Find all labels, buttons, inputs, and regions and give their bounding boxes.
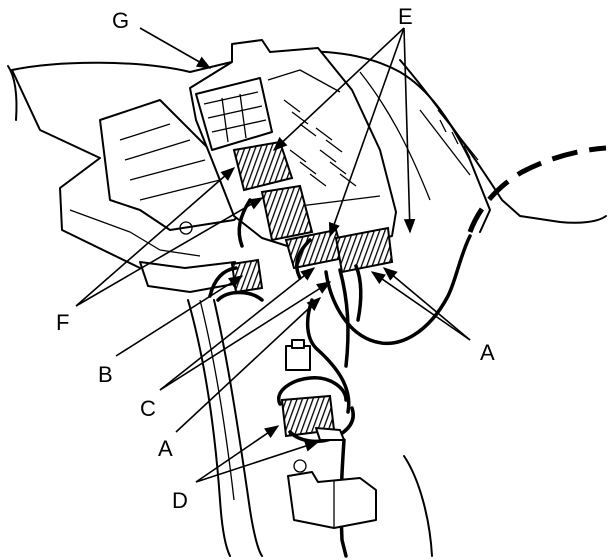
pillar-trim [7,65,263,557]
callout-a-lower: A [158,436,173,461]
callout-leaders [75,27,471,483]
relay-blocks [285,339,433,557]
callout-a-right: A [480,340,495,365]
callout-labels: G E F B C A A D [56,4,495,513]
callout-d: D [172,488,188,513]
callout-g: G [112,8,129,33]
callout-e: E [398,4,413,29]
wire-harness [208,198,472,558]
box-connectors [230,140,394,438]
callout-f: F [56,310,69,335]
callout-b: B [98,362,113,387]
callout-c: C [140,396,156,421]
routed-harness-dashed [467,145,607,233]
